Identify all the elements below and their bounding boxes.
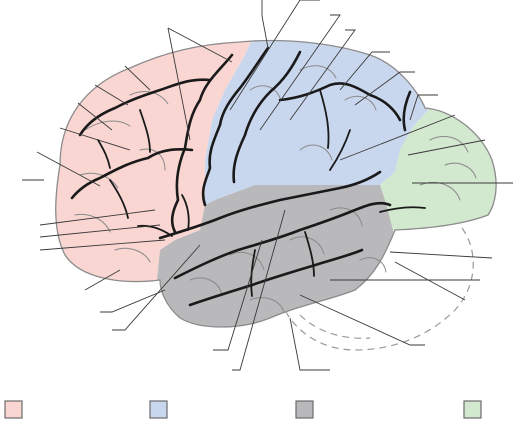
brainstem-dashed-outline — [299, 314, 371, 339]
leader-line-left-7 — [39, 209, 156, 226]
lateral-fissure-anterior-ramus — [137, 224, 173, 237]
lateral-occipital-sulcus — [379, 206, 426, 213]
leader-line-left-10 — [84, 269, 121, 291]
temporal-branch-2 — [304, 231, 315, 277]
leader-line-left-5 — [94, 84, 129, 106]
leader-line-left-4 — [77, 102, 113, 131]
leader-line-left-6 — [124, 65, 151, 91]
inferior-temporal-sulcus — [188, 248, 364, 307]
lateral-fissure-ascending-ramus — [181, 194, 190, 231]
postcentral-sulcus — [232, 50, 302, 184]
lobe-regions — [55, 40, 497, 328]
leader-line-left-9 — [39, 239, 166, 251]
frontal-branch-3 — [97, 139, 111, 169]
leader-line-top-3 — [259, 14, 341, 131]
lateral-fissure — [158, 170, 382, 240]
leader-line-top-1 — [261, 0, 269, 49]
transverse-occipital-sulcus — [402, 90, 412, 132]
legend-swatch-temporal — [295, 400, 314, 419]
cerebellum-dashed-outline — [284, 227, 474, 351]
legend — [4, 400, 482, 419]
leader-line-right-5 — [407, 139, 486, 156]
leader-line-bottom-3 — [289, 317, 330, 371]
leader-line-right-2 — [354, 71, 415, 106]
leader-line-top-4 — [289, 29, 356, 121]
superior-frontal-sulcus — [78, 78, 212, 137]
leader-line-right-1 — [339, 51, 390, 91]
central-sulcus — [201, 46, 270, 207]
leader-line-right-8 — [394, 261, 466, 301]
leader-line-right-3 — [409, 94, 438, 121]
leader-line-left-3 — [59, 127, 131, 151]
frontal-branch-1 — [139, 109, 151, 153]
superior-temporal-sulcus — [173, 201, 392, 280]
parietal-branch-1 — [319, 89, 330, 149]
inferior-frontal-sulcus — [70, 147, 194, 200]
legend-swatch-frontal — [4, 400, 23, 419]
sulci — [70, 46, 426, 307]
legend-swatch-parietal — [149, 400, 168, 419]
legend-swatch-occipital — [463, 400, 482, 419]
leader-line-bottom-1 — [213, 239, 263, 351]
leader-line-right-10 — [299, 294, 425, 346]
leader-line-left-11 — [100, 289, 166, 313]
leader-line-topleft-b — [167, 27, 233, 63]
parietal-branch-2 — [329, 129, 351, 171]
brain-outline — [55, 39, 497, 328]
leader-line-bottom-2 — [232, 209, 286, 371]
leader-line-topleft-a — [167, 27, 191, 141]
leader-line-top-2 — [229, 0, 320, 111]
leader-line-left-2 — [36, 151, 101, 187]
precentral-sulcus — [170, 53, 234, 234]
leader-line-left-12 — [112, 244, 201, 331]
frontal-branch-2 — [109, 179, 129, 219]
leader-line-right-7 — [389, 251, 493, 259]
leader-line-right-4 — [339, 114, 456, 161]
intraparietal-sulcus — [278, 82, 402, 122]
leader-lines — [22, 0, 513, 371]
leader-line-left-8 — [39, 224, 161, 238]
